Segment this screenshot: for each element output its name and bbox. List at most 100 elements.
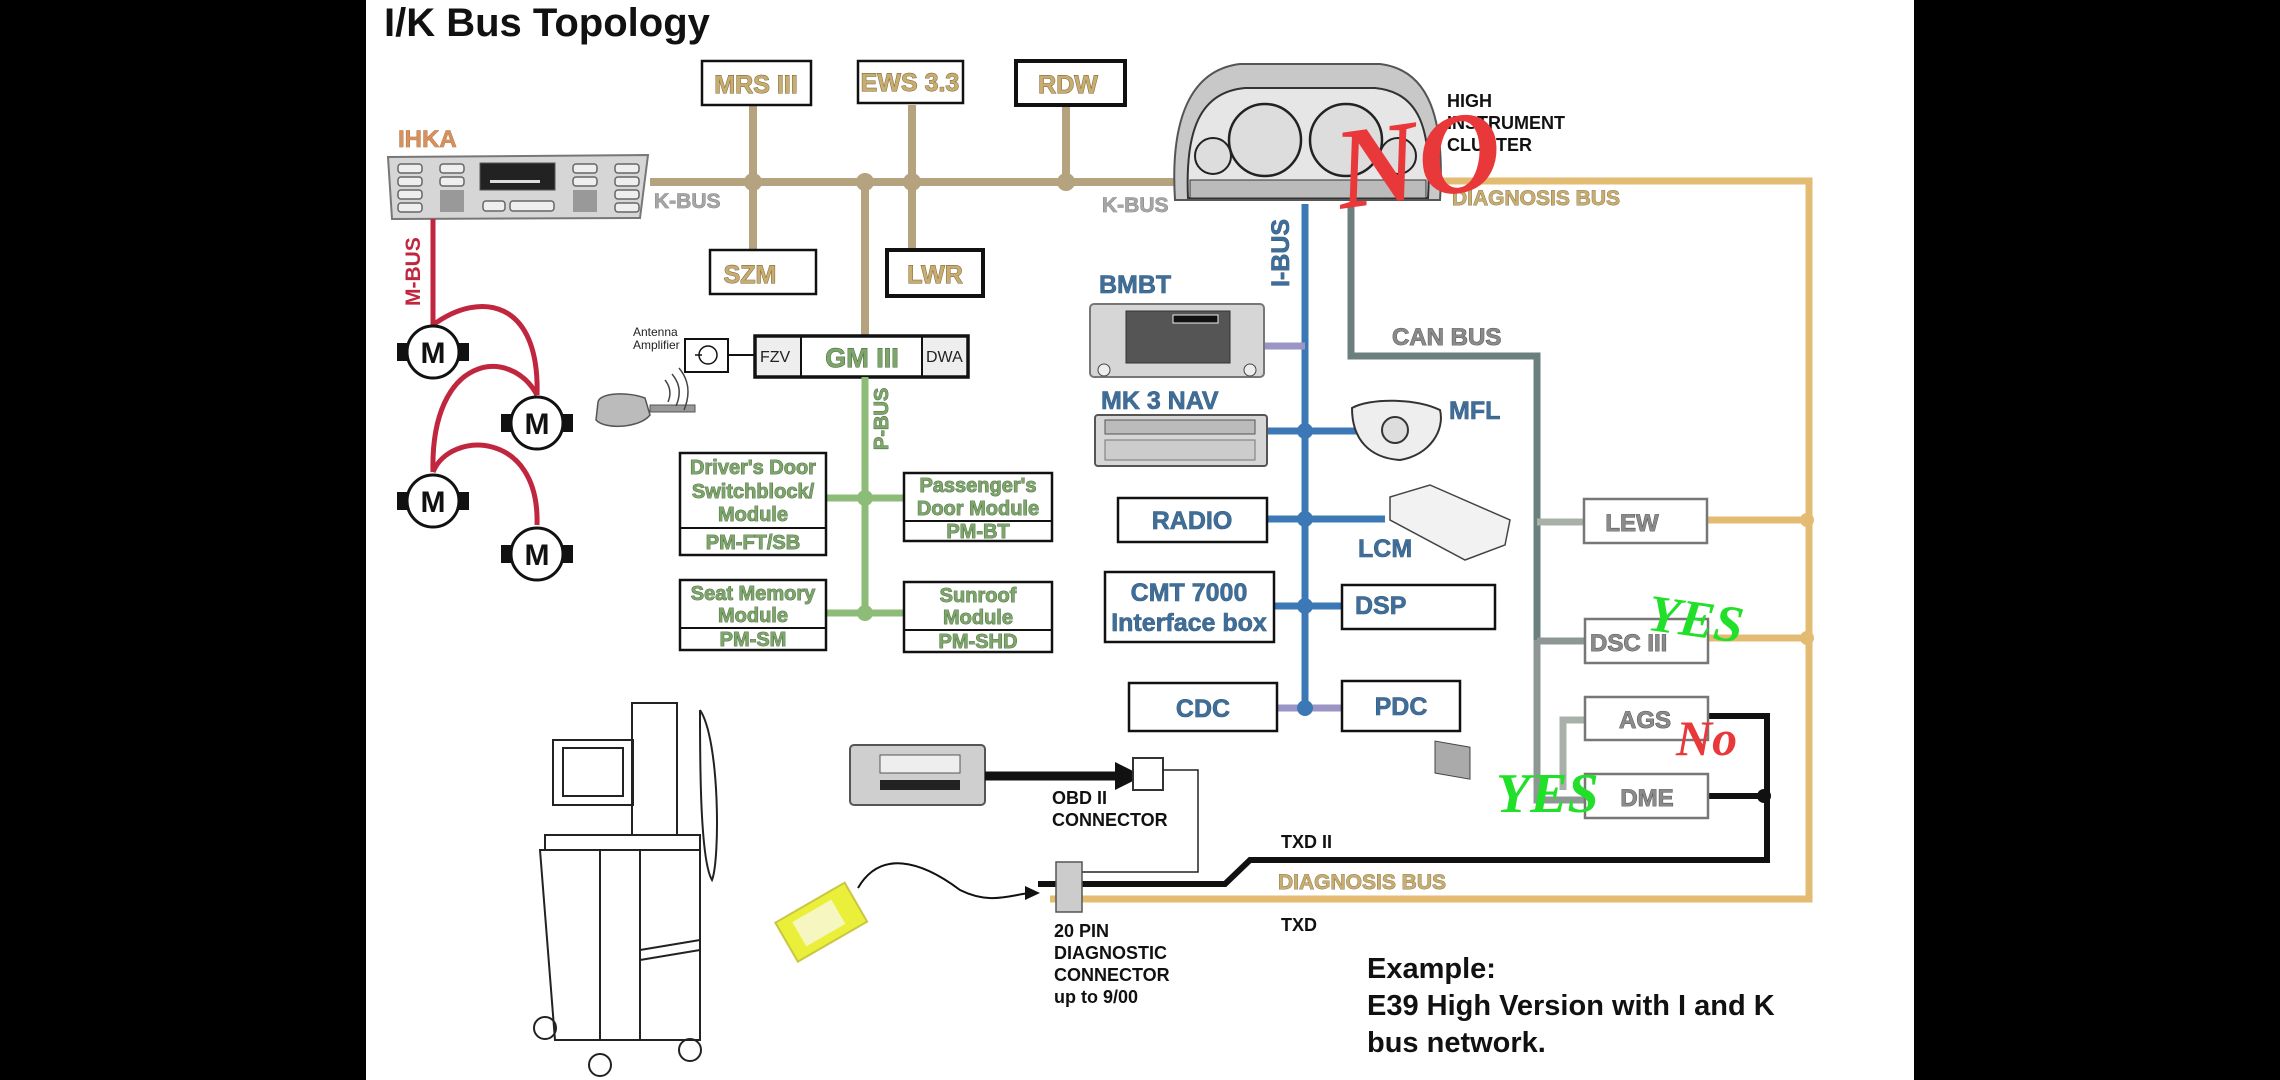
svg-text:Sunroof: Sunroof: [940, 585, 1017, 607]
m-bus-label: M-BUS: [402, 237, 425, 306]
module-lcm-label: LCM: [1358, 535, 1412, 563]
k-bus: [650, 105, 1185, 336]
motor-icon: M: [397, 324, 469, 380]
module-dsp-label: DSP: [1355, 592, 1406, 620]
module-sunroof[interactable]: Sunroof Module PM-SHD: [902, 580, 1054, 653]
stamp-yes-dme: YES: [1496, 763, 1599, 825]
module-code: PM-FT/SB: [706, 532, 800, 554]
module-mrs-label: MRS III: [714, 71, 797, 99]
i-bus-junction: [1297, 700, 1313, 716]
cluster-label-3: CLUSTER: [1447, 135, 1532, 155]
stamp-no-cluster: NO: [1325, 85, 1509, 234]
module-driver-door[interactable]: Driver's Door Switchblock/ Module PM-FT/…: [678, 451, 828, 557]
module-mrs[interactable]: MRS III: [700, 59, 813, 107]
module-dsc[interactable]: DSC III: [1583, 617, 1710, 665]
diagnosis-bus-junction-lew: [1800, 513, 1814, 527]
key-fob-icon: [595, 367, 696, 428]
module-ews[interactable]: EWS 3.3: [856, 59, 965, 105]
diagnosis-bus-junction-dsc: [1800, 631, 1814, 645]
motor-icon: M: [501, 526, 573, 582]
mfl-steering-wheel-icon[interactable]: [1350, 399, 1442, 462]
module-lew[interactable]: LEW: [1582, 497, 1709, 545]
module-dsp[interactable]: DSP: [1340, 583, 1497, 631]
stamp-no-ags: No: [1675, 710, 1737, 766]
txd2-line: [1038, 713, 1770, 887]
k-bus-junction: [1057, 173, 1075, 191]
can-bus: [1347, 204, 1587, 804]
module-dsc-label: DSC III: [1590, 630, 1667, 657]
module-ags-label: AGS: [1619, 707, 1671, 734]
diagnosis-bus-label-bottom: DIAGNOSIS BUS: [1278, 871, 1446, 894]
module-lwr[interactable]: LWR: [885, 248, 985, 298]
module-fzv-label: FZV: [760, 349, 791, 366]
module-radio-label: RADIO: [1152, 507, 1233, 535]
k-bus-junction: [903, 173, 921, 191]
obd-label-1: OBD II: [1052, 788, 1107, 808]
module-radio[interactable]: RADIO: [1116, 496, 1269, 544]
module-cmt[interactable]: CMT 7000 Interface box: [1103, 570, 1276, 644]
obd-label-2: CONNECTOR: [1052, 810, 1168, 830]
i-bus-junction: [1297, 423, 1313, 439]
20-pin-connector-icon: [1055, 861, 1083, 913]
svg-text:M: M: [525, 539, 550, 572]
example-line-1: Example:: [1367, 953, 1496, 985]
module-code: PM-SM: [720, 629, 787, 651]
antenna-amplifier-icon: [684, 338, 755, 373]
motor-icon: M: [501, 395, 573, 451]
module-szm[interactable]: SZM: [708, 248, 818, 296]
module-passenger-door[interactable]: Passenger's Door Module PM-BT: [902, 471, 1054, 543]
svg-text:M: M: [421, 486, 446, 519]
module-szm-label: SZM: [724, 261, 777, 289]
module-gm[interactable]: FZV GM III DWA: [753, 334, 970, 379]
txd2-label: TXD II: [1281, 832, 1332, 852]
pin20-label-1: 20 PIN: [1054, 921, 1109, 941]
module-pdc-label: PDC: [1375, 693, 1428, 721]
obd-cable-arrow: [985, 762, 1143, 790]
m-bus: [430, 219, 540, 526]
p-bus-label: P-BUS: [871, 388, 893, 450]
module-pdc[interactable]: PDC: [1340, 679, 1462, 733]
module-ews-label: EWS 3.3: [861, 69, 960, 97]
svg-text:Module: Module: [943, 607, 1013, 629]
m-bus-link: [430, 442, 540, 526]
example-line-2: E39 High Version with I and K: [1367, 990, 1775, 1022]
pin20-label-2: DIAGNOSTIC: [1054, 943, 1167, 963]
module-cmt-label-2: Interface box: [1111, 609, 1267, 637]
module-bmbt-label: BMBT: [1099, 271, 1171, 299]
module-cdc[interactable]: CDC: [1127, 681, 1279, 733]
i-bus-label: I-BUS: [1267, 219, 1295, 287]
module-rdw[interactable]: RDW: [1014, 59, 1127, 107]
p-bus-junction: [857, 605, 873, 621]
cluster-label-1: HIGH: [1447, 91, 1492, 111]
can-bus-label: CAN BUS: [1392, 324, 1501, 351]
m-bus-link: [431, 303, 540, 396]
module-gm-label: GM III: [825, 343, 899, 373]
k-bus-label-right: K-BUS: [1102, 194, 1169, 217]
module-lwr-label: LWR: [907, 261, 963, 289]
module-cmt-label-1: CMT 7000: [1131, 579, 1248, 607]
bmbt-icon[interactable]: [1089, 303, 1265, 378]
txd-label: TXD: [1281, 915, 1317, 935]
mk3-nav-icon[interactable]: [1094, 414, 1268, 467]
module-dme[interactable]: DME: [1583, 772, 1710, 820]
svg-text:M: M: [525, 408, 550, 441]
k-bus-junction: [856, 173, 874, 191]
svg-text:Module: Module: [718, 504, 788, 526]
obd-scanner-icon: [849, 744, 986, 806]
diagnostic-cart-icon: [533, 702, 718, 1077]
pin20-label-4: up to 9/00: [1054, 987, 1138, 1007]
instrument-cluster-icon[interactable]: [1173, 63, 1442, 201]
pin20-label-3: CONNECTOR: [1054, 965, 1170, 985]
lcm-icon[interactable]: [1389, 484, 1511, 780]
antenna-label-1: Antenna: [633, 325, 678, 339]
i-bus-junction: [1297, 511, 1313, 527]
svg-text:Module: Module: [718, 605, 788, 627]
module-lew-label: LEW: [1605, 510, 1659, 537]
module-seat-memory[interactable]: Seat Memory Module PM-SM: [678, 578, 828, 651]
m-bus-link: [430, 364, 540, 473]
ihka-panel-icon[interactable]: [386, 153, 650, 221]
module-ags[interactable]: AGS: [1583, 695, 1710, 742]
module-dwa-label: DWA: [926, 349, 963, 366]
svg-text:Passenger's: Passenger's: [919, 475, 1036, 497]
cluster-label-2: INSTRUMENT: [1447, 113, 1565, 133]
